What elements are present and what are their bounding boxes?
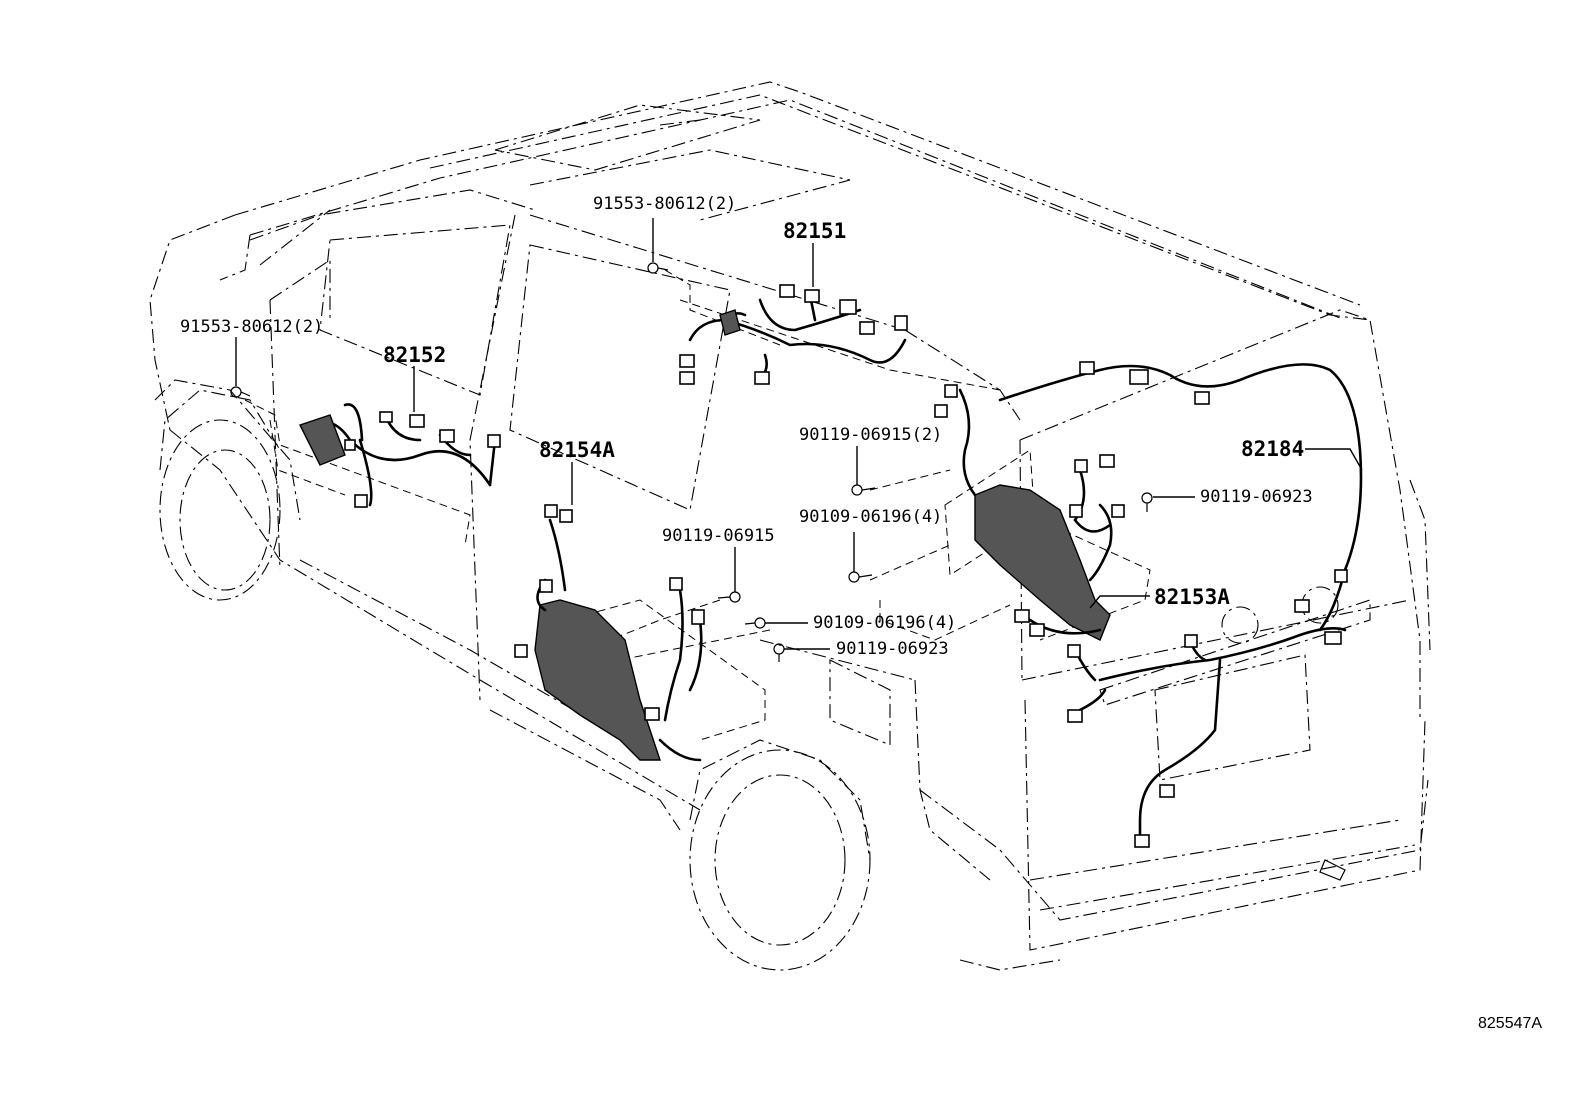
bolt-b-shape xyxy=(1141,492,1153,512)
harness-82184 xyxy=(998,361,1363,848)
harness-82153a xyxy=(934,384,1125,641)
label-bolt-c: 90109-06196(4) xyxy=(799,507,943,527)
bolt-e-shape xyxy=(744,617,766,629)
label-top-clip: 91553-80612(2) xyxy=(593,194,737,214)
fasteners xyxy=(230,262,1153,662)
label-harness-82153a: 82153A xyxy=(1154,585,1230,609)
front-wheel xyxy=(159,389,281,601)
bolt-d-shape xyxy=(717,591,741,603)
leader-lines xyxy=(235,218,1363,650)
label-harness-82184: 82184 xyxy=(1241,437,1305,461)
label-left-clip: 91553-80612(2) xyxy=(180,317,324,337)
harness-82151 xyxy=(679,284,908,385)
clip-top xyxy=(647,262,669,274)
label-bolt-f: 90119-06923 xyxy=(836,639,949,659)
bolt-f-shape xyxy=(773,643,785,662)
rear-wheel xyxy=(689,739,871,971)
figure-reference: 825547A xyxy=(1478,1015,1543,1032)
label-bolt-d: 90119-06915 xyxy=(662,526,775,546)
bolt-c-shape xyxy=(848,571,873,583)
label-bolt-a: 90119-06915(2) xyxy=(799,425,943,445)
label-harness-82152: 82152 xyxy=(383,343,447,367)
harness-82152 xyxy=(299,403,501,508)
clip-left xyxy=(230,386,251,398)
label-harness-82154a: 82154A xyxy=(539,438,615,462)
label-bolt-e: 90109-06196(4) xyxy=(813,613,957,633)
label-harness-82151: 82151 xyxy=(783,219,847,243)
harness-82154a xyxy=(514,504,705,762)
label-bolt-b: 90119-06923 xyxy=(1200,487,1313,507)
vehicle-body-outline xyxy=(149,81,1431,971)
